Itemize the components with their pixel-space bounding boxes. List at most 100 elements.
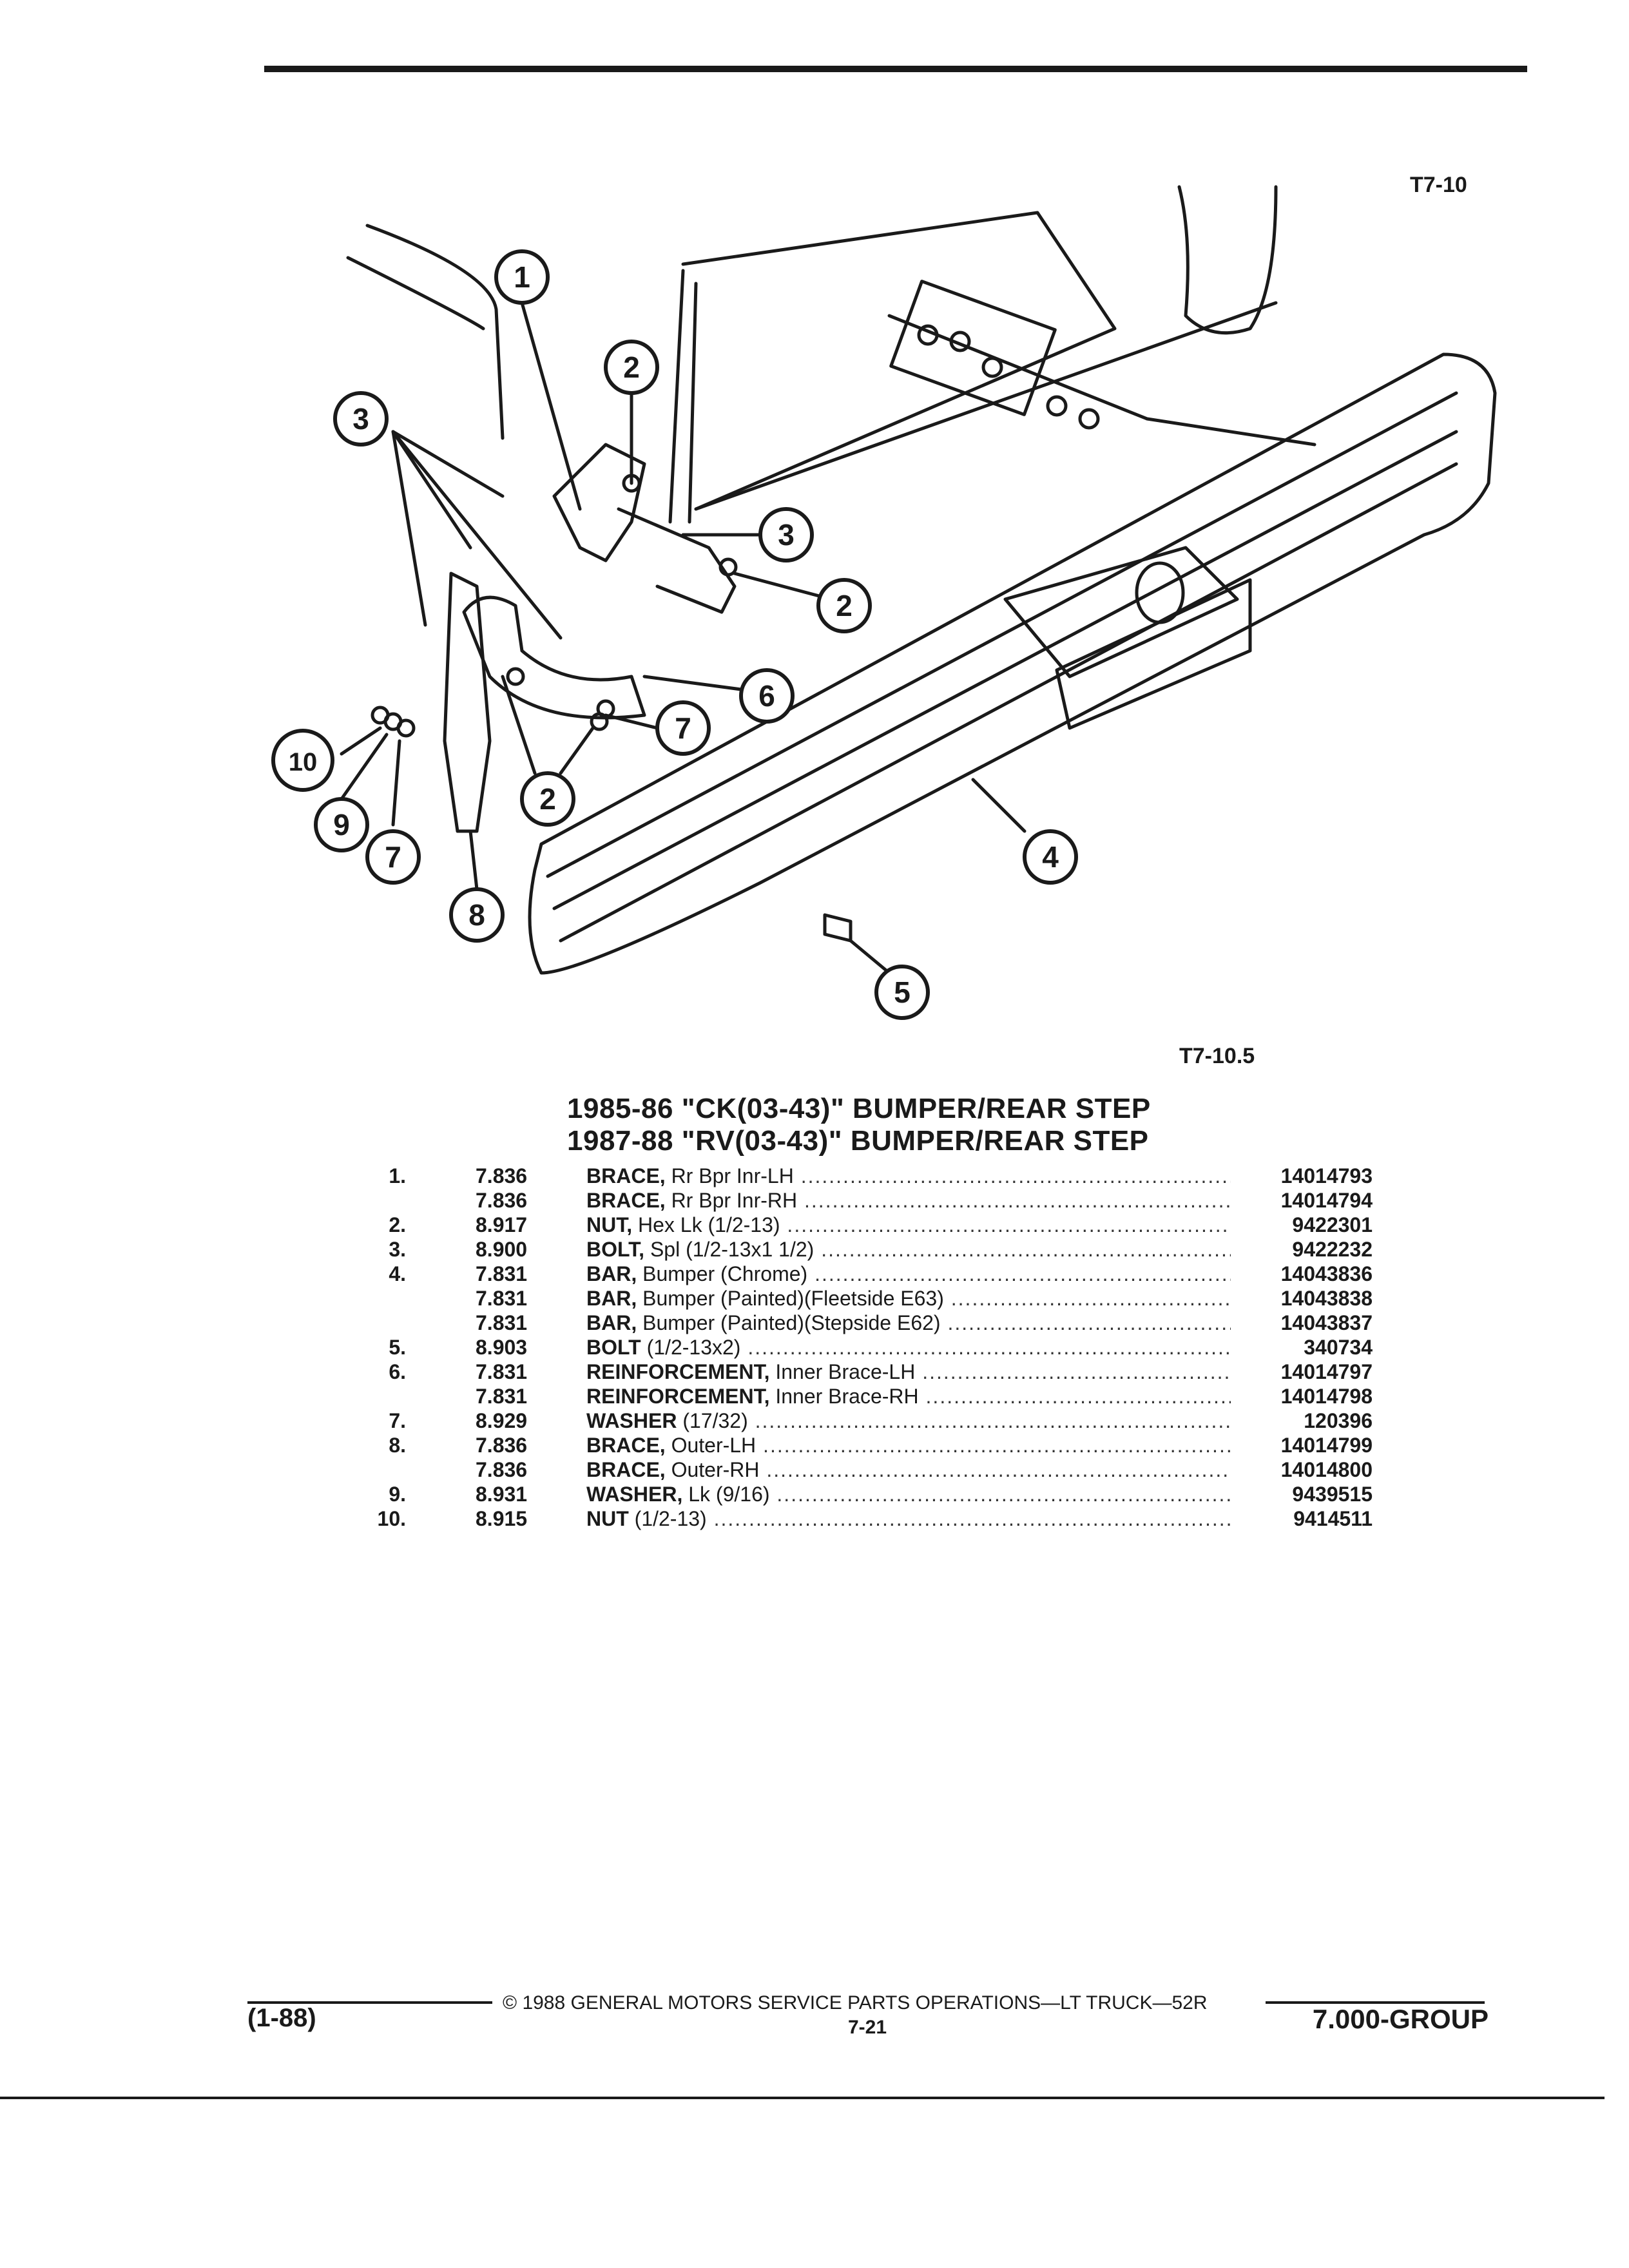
frame-rail-left-inner bbox=[688, 282, 698, 524]
part-spec: (17/32) bbox=[682, 1409, 748, 1432]
callout-2a: 2 bbox=[604, 340, 659, 395]
leader-dots: ........................................… bbox=[755, 1409, 1231, 1432]
part-name: BRACE, bbox=[586, 1189, 666, 1212]
group-number: 8.931 bbox=[476, 1483, 528, 1506]
part-name: BRACE, bbox=[586, 1458, 666, 1481]
title-line-2: 1987-88 "RV(03-43)" BUMPER/REAR STEP bbox=[567, 1125, 1149, 1157]
nut-10 bbox=[371, 706, 390, 725]
callout-7a-label: 7 bbox=[675, 711, 691, 745]
part-spec: (1/2-13) bbox=[634, 1507, 707, 1530]
leader-2b bbox=[733, 572, 833, 601]
leader-6 bbox=[642, 675, 743, 691]
part-spec: Bumper (Painted)(Fleetside E63) bbox=[642, 1287, 944, 1310]
callout-8: 8 bbox=[449, 887, 505, 943]
bottom-rule bbox=[0, 2097, 1605, 2099]
part-number: 9422232 bbox=[1292, 1238, 1373, 1261]
group-number: 8.900 bbox=[476, 1238, 528, 1261]
bumper-step-lower bbox=[1055, 578, 1252, 730]
outer-brace bbox=[443, 572, 492, 833]
group-number: 8.917 bbox=[476, 1213, 528, 1236]
group-number: 7.836 bbox=[476, 1189, 528, 1212]
bumper-step-pad bbox=[1003, 546, 1239, 678]
part-name: BAR, bbox=[586, 1311, 637, 1334]
bumper-bar-rib-3 bbox=[559, 462, 1458, 943]
part-name: REINFORCEMENT, bbox=[586, 1360, 770, 1383]
leader-dots: ........................................… bbox=[950, 1287, 1231, 1310]
callout-2b-label: 2 bbox=[836, 589, 853, 622]
callout-9: 9 bbox=[314, 797, 369, 852]
part-description: WASHER (17/32) .........................… bbox=[586, 1408, 1231, 1433]
hitch-bolt-b bbox=[949, 331, 971, 352]
inner-brace bbox=[552, 443, 646, 562]
part-spec: (1/2-13x2) bbox=[646, 1336, 741, 1359]
part-spec: Bumper (Painted)(Stepside E62) bbox=[642, 1311, 941, 1334]
callout-7a: 7 bbox=[655, 700, 711, 756]
item-number: 6. bbox=[389, 1360, 406, 1383]
part-spec: Spl (1/2-13x1 1/2) bbox=[650, 1238, 815, 1261]
part-description: BAR, Bumper (Painted)(Fleetside E63) ...… bbox=[586, 1286, 1231, 1311]
leader-7a bbox=[604, 713, 659, 730]
exploded-parts-diagram: 1 2 3 3 2 6 7 2 10 9 7 8 4 5 bbox=[271, 185, 1497, 1020]
leader-8 bbox=[468, 829, 479, 891]
figure-label-top: T7-10 bbox=[1410, 173, 1467, 197]
callout-9-label: 9 bbox=[333, 808, 350, 841]
leader-3b bbox=[391, 430, 472, 550]
callout-7b: 7 bbox=[365, 829, 421, 885]
part-number: 9439515 bbox=[1292, 1483, 1373, 1506]
part-name: REINFORCEMENT, bbox=[586, 1385, 770, 1408]
leader-dots: ........................................… bbox=[787, 1213, 1231, 1236]
hitch-bolt-a bbox=[917, 324, 939, 346]
body-panel-edge bbox=[346, 256, 485, 331]
leader-3d bbox=[391, 430, 563, 640]
leader-dots: ........................................… bbox=[763, 1434, 1231, 1457]
parts-row: 3. 8.900 BOLT, Spl (1/2-13x1 1/2) ........… bbox=[361, 1237, 1373, 1262]
leader-3c bbox=[391, 430, 427, 627]
footer-rule-right bbox=[1266, 2001, 1485, 2004]
part-description: BAR, Bumper (Painted)(Stepside E62) ....… bbox=[586, 1311, 1231, 1335]
callout-3a: 3 bbox=[333, 391, 389, 447]
item-number: 4. bbox=[389, 1262, 406, 1285]
leader-2d bbox=[501, 675, 537, 775]
footer-group: 7.000-GROUP bbox=[1312, 2004, 1489, 2034]
group-number: 7.831 bbox=[476, 1360, 528, 1383]
item-number: 3. bbox=[389, 1238, 406, 1261]
callout-6: 6 bbox=[739, 668, 795, 724]
footer-copyright: © 1988 GENERAL MOTORS SERVICE PARTS OPER… bbox=[503, 1992, 1208, 2013]
leader-dots: ........................................… bbox=[804, 1189, 1231, 1212]
hitch-bolt-c bbox=[981, 356, 1003, 378]
bumper-bar-outline bbox=[528, 352, 1497, 975]
part-number: 14014798 bbox=[1280, 1385, 1373, 1408]
part-number: 14043836 bbox=[1280, 1262, 1373, 1285]
body-rear-right bbox=[1177, 185, 1278, 335]
leader-dots: ........................................… bbox=[947, 1311, 1231, 1334]
part-description: BRACE, Outer-RH ........................… bbox=[586, 1457, 1231, 1482]
group-number: 7.831 bbox=[476, 1262, 528, 1285]
part-description: BRACE, Rr Bpr Inr-LH ...................… bbox=[586, 1164, 1231, 1188]
part-name: BRACE, bbox=[586, 1434, 666, 1457]
part-description: BOLT, Spl (1/2-13x1 1/2) ...............… bbox=[586, 1237, 1231, 1262]
frame-crossmember bbox=[887, 314, 1316, 447]
leader-7b bbox=[391, 739, 401, 827]
part-name: BOLT, bbox=[586, 1238, 645, 1261]
body-panel-upper bbox=[365, 224, 505, 440]
bumper-bolt bbox=[823, 913, 853, 943]
part-name: BRACE, bbox=[586, 1164, 666, 1187]
callout-2c: 2 bbox=[520, 771, 575, 827]
item-number: 1. bbox=[389, 1164, 406, 1187]
reinforcement-bracket bbox=[462, 595, 646, 720]
callout-3a-label: 3 bbox=[352, 402, 369, 436]
leader-dots: ........................................… bbox=[706, 1507, 1231, 1530]
callout-7b-label: 7 bbox=[385, 840, 401, 874]
part-description: BAR, Bumper (Chrome) ...................… bbox=[586, 1262, 1231, 1286]
part-name: BAR, bbox=[586, 1287, 637, 1310]
leader-dots: ........................................… bbox=[922, 1360, 1231, 1383]
part-spec: Rr Bpr Inr-LH bbox=[671, 1164, 794, 1187]
part-spec: Lk (9/16) bbox=[688, 1483, 770, 1506]
hitch-bolt-e bbox=[1078, 408, 1100, 430]
